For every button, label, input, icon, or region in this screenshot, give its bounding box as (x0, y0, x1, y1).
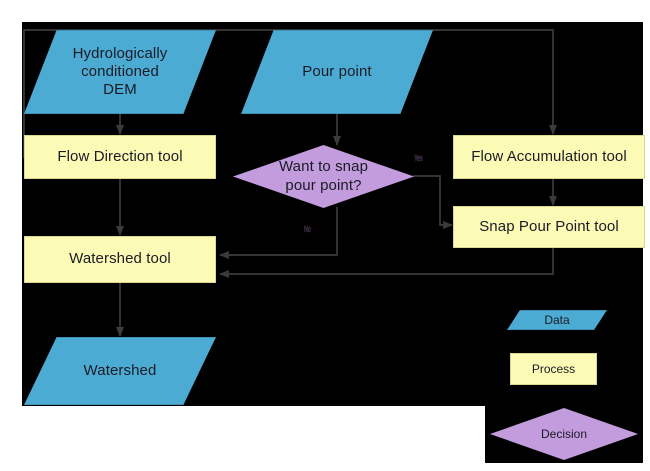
edge-label-yes: Yes (414, 153, 423, 163)
node-hydrologically-conditioned-dem[interactable]: Hydrologically conditioned DEM (24, 30, 216, 114)
node-flow-accumulation-tool[interactable]: Flow Accumulation tool (453, 135, 645, 179)
edge-label-no: No (304, 224, 311, 234)
node-watershed-tool[interactable]: Watershed tool (24, 236, 216, 283)
data-parallelogram-shape (24, 337, 216, 405)
edge-snap-pour-point-to-watershed-tool (218, 248, 554, 279)
node-watershed-output[interactable]: Watershed (24, 337, 216, 405)
edge-decision-no-to-watershed-tool (218, 207, 338, 260)
node-flow-direction-tool[interactable]: Flow Direction tool (24, 135, 216, 179)
legend-label-text: Decision (540, 427, 588, 441)
node-label: Watershed tool (69, 250, 171, 268)
node-label: Pour point (302, 62, 372, 80)
node-pour-point[interactable]: Pour point (241, 30, 433, 114)
edge-decision-yes-to-snap-pour-point (413, 175, 454, 230)
node-label: Flow Direction tool (57, 147, 183, 165)
node-label: Flow Accumulation tool (471, 147, 627, 165)
legend-item-data: Data (507, 310, 607, 330)
node-label: Hydrologically conditioned DEM (72, 44, 168, 99)
node-label: Snap Pour Point tool (479, 217, 619, 235)
legend-label-text: Process (531, 362, 576, 376)
node-label: Want to snap pour point? (278, 158, 369, 194)
legend-item-decision: Decision (490, 408, 638, 460)
legend-item-process: Process (510, 353, 597, 385)
data-parallelogram-shape (241, 30, 433, 114)
node-snap-pour-point-tool[interactable]: Snap Pour Point tool (453, 206, 645, 248)
node-want-to-snap-pour-point[interactable]: Want to snap pour point? (233, 145, 414, 208)
node-label: Watershed (83, 361, 157, 379)
data-parallelogram-shape (24, 30, 216, 114)
legend-label-text: Data (544, 313, 570, 327)
